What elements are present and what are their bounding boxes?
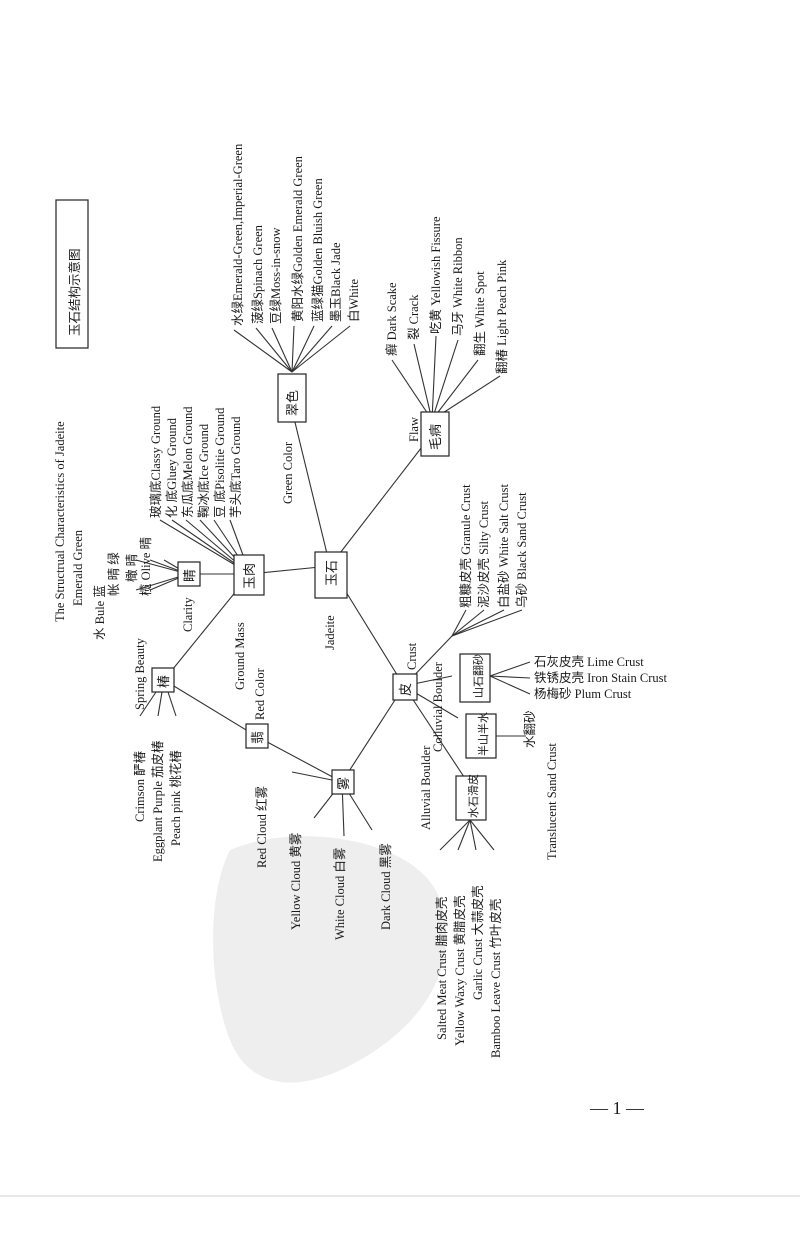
leaves-alluvial: Salted Meat Crust 腊肉皮壳 Yellow Waxy Crust… <box>435 885 503 1058</box>
leaf-ground: 玻璃底Classy Ground <box>148 405 163 518</box>
svg-text:睛: 睛 <box>182 569 197 582</box>
leaf-ground: 豆 底Pisolitie Ground <box>212 407 227 518</box>
hub-alluvial-boulder: 水石滑皮 <box>455 774 487 821</box>
leaf-clarity: 橄 晴 <box>124 554 139 582</box>
svg-text:玉石: 玉石 <box>324 560 339 586</box>
leaf-flaw: 吃黄 Yellowish Fissure <box>429 216 443 334</box>
leaf-flaw: 癣 Dark Scake <box>384 282 399 356</box>
leaf-flaw: 翻椿 Light Peach Pink <box>495 259 509 374</box>
leaf-flaw: 翻生 White Spot <box>473 271 487 356</box>
hub-green-color-en: Green Color <box>281 441 295 504</box>
hub-crust: 皮 <box>392 673 418 701</box>
svg-text:椿: 椿 <box>156 675 171 688</box>
leaf-green: 蓝绿猫Golden Bluish Green <box>310 178 325 322</box>
hub-green-color: 翠色 <box>277 373 307 423</box>
diagram-title-cn: 玉石结构示意图 <box>55 199 89 349</box>
svg-text:半山半水: 半山半水 <box>476 712 490 756</box>
leaves-crust: 粗糠皮壳 Granule Crust 泥沙皮壳 Silty Crust 白盐砂 … <box>458 484 529 608</box>
hub-crust-en: Crust <box>405 642 419 670</box>
leaf-green: 白White <box>346 279 361 322</box>
leaves-colluvial: 水翻砂 Translucent Sand Crust <box>523 710 559 860</box>
leaf-flaw: 裂 Crack <box>407 294 421 340</box>
leaf-crust: 白盐砂 White Salt Crust <box>496 484 511 608</box>
svg-text:山石翻砂: 山石翻砂 <box>471 654 485 698</box>
diagram-title-en: The Structrual Characteristics of Jadeit… <box>53 421 67 622</box>
leaf-flaw: 马牙 White Ribbon <box>451 237 465 336</box>
hub-ground-mass-en: Ground Mass <box>233 622 247 690</box>
hub-red-color: 翡 <box>245 723 269 749</box>
svg-text:翠色: 翠色 <box>285 390 300 416</box>
leaf-crust: 泥沙皮壳 Silty Crust <box>477 501 491 608</box>
leaf-spring: Eggplant Purple 茄皮椿 <box>151 740 165 862</box>
leaf-green: 墨玉Black Jade <box>329 242 343 322</box>
page-number: — 1 — <box>589 1098 645 1118</box>
hub-spring: 椿 <box>151 667 175 693</box>
svg-text:雾: 雾 <box>336 777 351 790</box>
leaves-clarity: Emerald Green 水 Bule 蓝 帐 晴 绿 橄 晴 榄 Olive… <box>71 529 153 640</box>
hub-colluvial-boulder: 半山半水 <box>465 712 497 759</box>
leaf-mountain: 石灰皮壳 Lime Crust <box>534 655 644 669</box>
hub-ground-mass: 玉肉 <box>233 554 265 596</box>
leaves-spring: Crimson 酽椿 Eggplant Purple 茄皮椿 Peach pin… <box>133 740 183 862</box>
leaf-mountain: 杨梅砂 Plum Crust <box>534 686 632 701</box>
leaf-spring: Crimson 酽椿 <box>133 750 147 822</box>
leaf-green: 菠绿Spinach Green <box>250 224 265 324</box>
leaf-alluvial: Yellow Waxy Crust 黄腊皮壳 <box>453 895 467 1046</box>
leaves-flaw: 癣 Dark Scake 裂 Crack 吃黄 Yellowish Fissur… <box>384 216 509 374</box>
hub-alluvial-en: Alluvial Boulder <box>419 745 433 830</box>
root-node-jadeite: 玉石 <box>314 551 348 599</box>
leaf-cloud: White Cloud 白雾 <box>332 847 347 940</box>
leaf-colluvial: Translucent Sand Crust <box>545 743 559 860</box>
hub-clarity-en: Clarity <box>181 597 195 632</box>
leaves-cloud: Red Cloud 红雾 Yellow Cloud 黄雾 White Cloud… <box>254 786 393 940</box>
svg-text:皮: 皮 <box>398 683 413 696</box>
hub-colluvial-en: Colluvial Boulder <box>431 661 445 752</box>
leaves-mountain: 石灰皮壳 Lime Crust 铁锈皮壳 Iron Stain Crust 杨梅… <box>534 655 668 701</box>
title-cn-text: 玉石结构示意图 <box>67 248 82 336</box>
leaf-ground: 鞠冰底Ice Ground <box>196 423 211 518</box>
hub-clarity: 睛 <box>177 561 201 587</box>
leaf-clarity: Emerald Green <box>71 529 85 606</box>
leaf-crust: 粗糠皮壳 Granule Crust <box>458 484 473 608</box>
leaf-spring: Peach pink 桃花椿 <box>168 750 183 846</box>
leaf-clarity: 水 Bule 蓝 <box>93 585 107 640</box>
root-label-en: Jadeite <box>323 615 337 650</box>
leaf-green: 黄阳水绿Golden Emerald Green <box>290 155 305 322</box>
leaf-ground: 芋头底Taro Ground <box>228 416 243 518</box>
svg-text:玉肉: 玉肉 <box>242 563 257 589</box>
leaf-alluvial: Garlic Crust 大蒜皮壳 <box>471 885 485 1000</box>
watermark-seal <box>213 836 447 1083</box>
hub-spring-en: Spring Beauty <box>133 637 147 710</box>
leaf-mountain: 铁锈皮壳 Iron Stain Crust <box>534 670 668 685</box>
leaf-alluvial: Bamboo Leave Crust 竹叶皮壳 <box>489 899 503 1058</box>
svg-text:毛病: 毛病 <box>428 424 443 450</box>
leaf-crust: 乌砂 Black Sand Crust <box>514 492 529 608</box>
hub-cloud: 雾 <box>331 769 355 795</box>
hub-flaw-en: Flaw <box>407 417 421 442</box>
leaf-ground: 化 底Gluey Ground <box>164 417 179 518</box>
leaf-alluvial: Salted Meat Crust 腊肉皮壳 <box>435 897 449 1040</box>
leaf-cloud: Dark Cloud 黑雾 <box>379 843 393 930</box>
leaf-green: 豆绿Moss-in-snow <box>268 227 283 324</box>
leaf-cloud: Red Cloud 红雾 <box>254 786 269 868</box>
leaf-clarity: 帐 晴 绿 <box>106 552 121 596</box>
hub-mountain-boulder: 山石翻砂 <box>459 653 491 703</box>
leaf-ground: 东瓜底Melon Ground <box>180 406 195 518</box>
leaf-clarity: 榄 Olive 晴 <box>138 537 153 596</box>
hub-flaw: 毛病 <box>420 411 450 457</box>
leaves-ground: 玻璃底Classy Ground 化 底Gluey Ground 东瓜底Melo… <box>148 405 243 518</box>
leaf-cloud: Yellow Cloud 黄雾 <box>289 832 303 930</box>
svg-text:翡: 翡 <box>250 731 265 744</box>
hub-red-color-en: Red Color <box>253 667 267 720</box>
leaf-green: 水绿Emerald-Green,Imperial-Green <box>230 143 245 326</box>
leaf-colluvial: 水翻砂 <box>523 710 537 748</box>
leaves-green: 水绿Emerald-Green,Imperial-Green 菠绿Spinach… <box>230 143 361 326</box>
svg-text:水石滑皮: 水石滑皮 <box>467 774 480 818</box>
